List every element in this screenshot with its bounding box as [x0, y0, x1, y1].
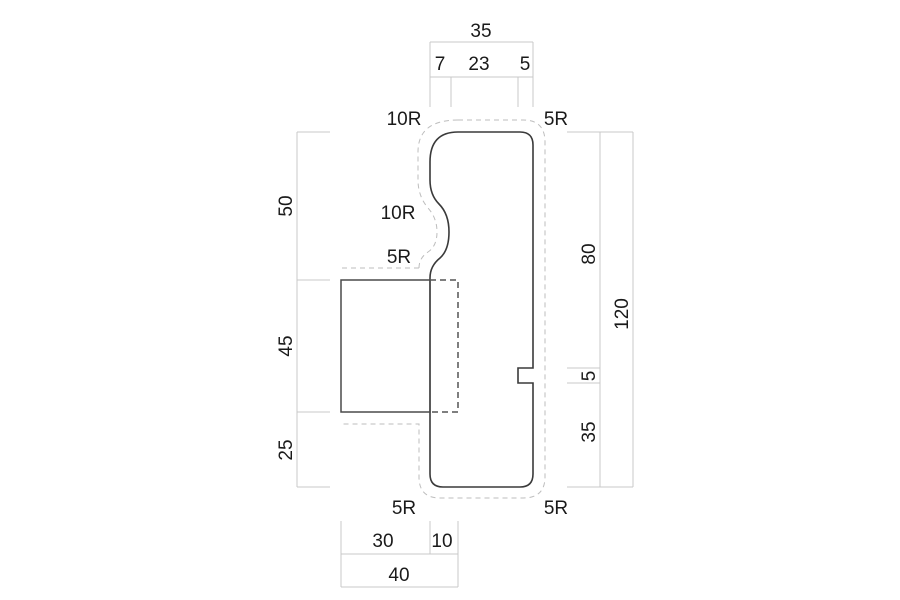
radius-step: 5R	[387, 247, 411, 268]
dim-right-80: 80	[579, 243, 600, 264]
dim-left-25: 25	[276, 439, 297, 460]
dim-right-5: 5	[579, 371, 600, 382]
profile-outline	[429, 131, 534, 488]
dim-top-seg-1: 7	[435, 54, 446, 75]
dim-bottom-40: 40	[388, 565, 409, 586]
dim-left-45: 45	[276, 335, 297, 356]
offset-outline	[341, 119, 546, 499]
top-dimension-group: 35 7 23 5	[429, 21, 534, 107]
dim-top-seg-2: 23	[468, 54, 489, 75]
dim-bottom-30: 30	[372, 531, 393, 552]
radius-bottom-right: 5R	[544, 498, 568, 519]
radius-concave: 10R	[381, 203, 416, 224]
dim-right-35: 35	[579, 421, 600, 442]
dim-left-50: 50	[276, 195, 297, 216]
dim-bottom-10: 10	[431, 531, 452, 552]
dim-top-overall: 35	[470, 21, 491, 42]
radius-bottom-left: 5R	[392, 498, 416, 519]
left-dimension-group: 50 45 25	[276, 131, 330, 488]
radius-top-left: 10R	[387, 109, 422, 130]
radius-top-right: 5R	[544, 109, 568, 130]
insert-block	[340, 279, 431, 413]
insert-hidden-edge	[430, 279, 459, 413]
dim-top-seg-3: 5	[520, 54, 531, 75]
right-dimension-group: 80 5 35 120	[567, 131, 634, 488]
bottom-dimension-group: 30 10 40	[340, 521, 459, 588]
dim-right-120: 120	[612, 298, 633, 330]
